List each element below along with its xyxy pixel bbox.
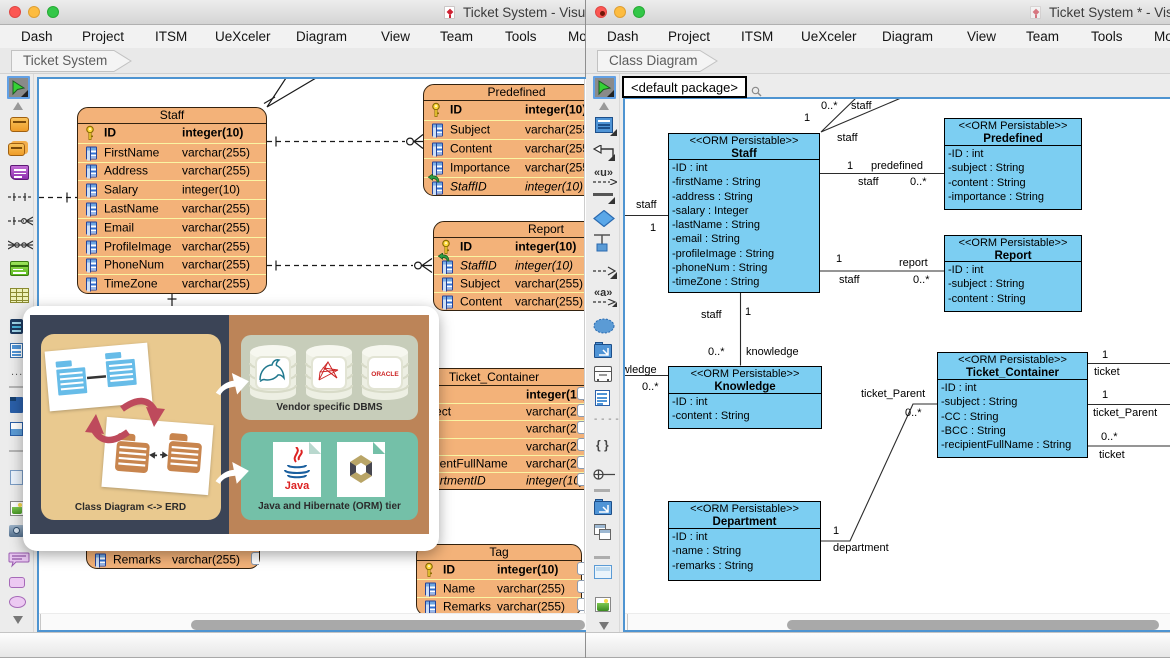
svg-text:Java: Java: [285, 480, 310, 492]
svg-text:ORACLE: ORACLE: [371, 371, 399, 378]
